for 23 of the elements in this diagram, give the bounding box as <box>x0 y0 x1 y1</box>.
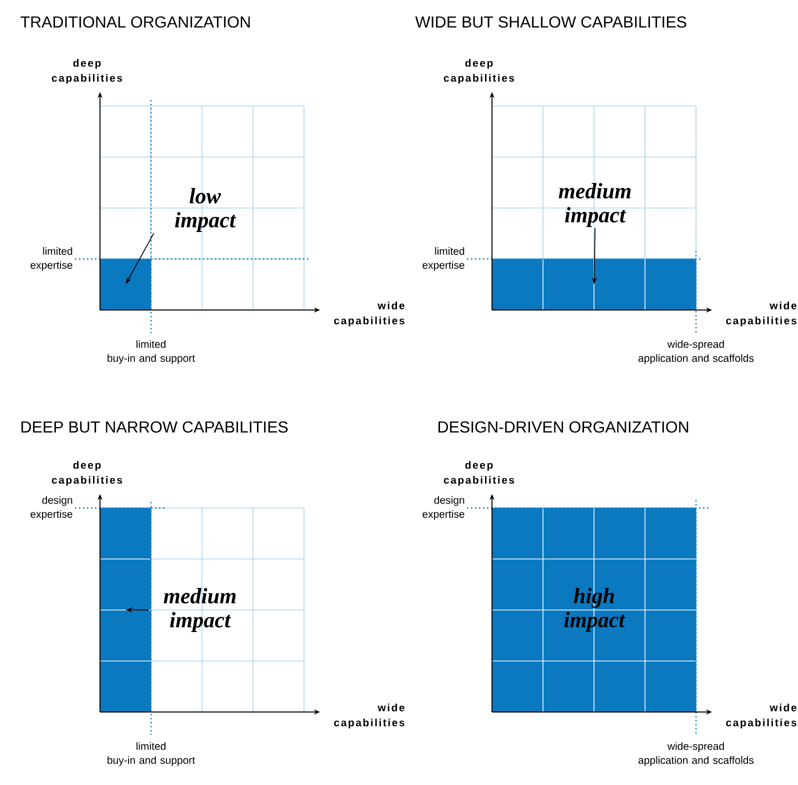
threshold-label: limited buy-in and support <box>108 340 195 364</box>
threshold-label: wide-spread application and scaffolds <box>638 742 754 766</box>
axis-label: wide capabilities <box>334 302 404 326</box>
threshold-label: limited buy-in and support <box>108 742 195 766</box>
panel-title: DESIGN-DRIVEN ORGANIZATION <box>438 421 688 433</box>
axis-label: wide capabilities <box>334 704 404 728</box>
panel-title: DEEP BUT NARROW CAPABILITIES <box>22 421 288 433</box>
filled-region <box>100 508 152 712</box>
axis-label: deep capabilities <box>52 59 122 84</box>
impact-label: medium impact <box>164 588 236 632</box>
axis-label: deep capabilities <box>444 59 514 84</box>
threshold-label: design expertise <box>422 496 464 520</box>
impact-label: low impact <box>175 188 236 232</box>
impact-label: medium impact <box>558 183 631 227</box>
axis-label: deep capabilities <box>444 461 514 486</box>
axis-label: wide capabilities <box>726 302 796 326</box>
threshold-label: design expertise <box>30 496 72 520</box>
threshold-label: wide-spread application and scaffolds <box>638 340 754 364</box>
axis-label: wide capabilities <box>726 704 796 728</box>
panel-title: WIDE BUT SHALLOW CAPABILITIES <box>415 16 686 28</box>
filled-region <box>492 258 696 310</box>
panel-title: TRADITIONAL ORGANIZATION <box>20 16 250 28</box>
filled-region <box>100 258 152 310</box>
